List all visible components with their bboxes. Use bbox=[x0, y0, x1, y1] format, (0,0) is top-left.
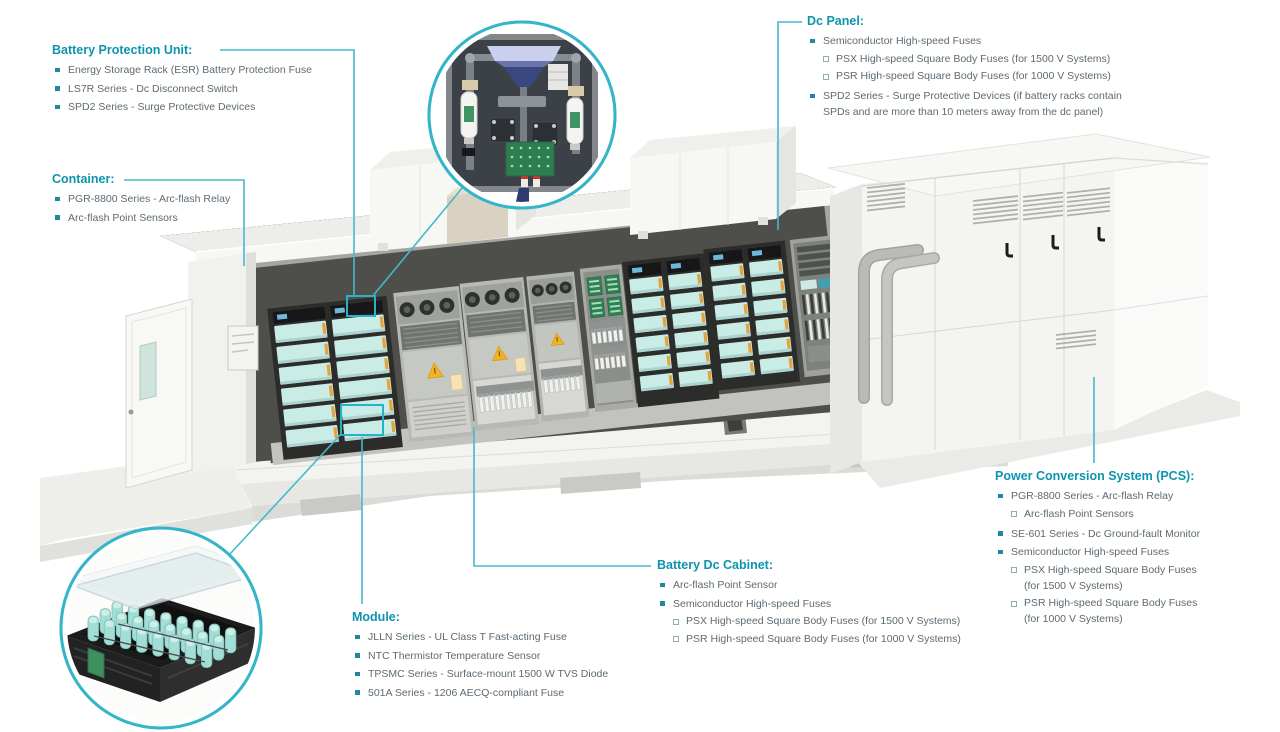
leader-line-battery-dc-cabinet bbox=[473, 427, 651, 567]
callout-item: Semiconductor High-speed Fuses bbox=[995, 544, 1203, 560]
inset-circle-module-detail bbox=[59, 526, 263, 730]
platform-skid bbox=[40, 405, 1008, 562]
control-cabinet bbox=[579, 264, 637, 412]
callout-item-list: JLLN Series - UL Class T Fast-acting Fus… bbox=[352, 629, 652, 701]
callout-item: PSX High-speed Square Body Fuses (for 15… bbox=[995, 562, 1203, 594]
battery-dc-cabinet-2 bbox=[526, 271, 590, 422]
hvac-unit-2 bbox=[630, 126, 796, 239]
callout-item: PGR-8800 Series - Arc-flash Relay bbox=[52, 191, 324, 207]
callout-item: SE-601 Series - Dc Ground-fault Monitor bbox=[995, 526, 1203, 542]
callout-battery-protection-unit: Battery Protection Unit: Energy Storage … bbox=[52, 43, 364, 115]
callout-item: PGR-8800 Series - Arc-flash Relay bbox=[995, 488, 1203, 504]
callout-power-conversion-system: Power Conversion System (PCS): PGR-8800 … bbox=[995, 469, 1203, 627]
open-door bbox=[125, 298, 193, 489]
callout-item: PSR High-speed Square Body Fuses (for 10… bbox=[657, 631, 979, 647]
battery-rack-left bbox=[267, 295, 403, 460]
funnel-component bbox=[504, 67, 544, 87]
callout-item: PSX High-speed Square Body Fuses (for 15… bbox=[807, 51, 1155, 67]
callout-item: Semiconductor High-speed Fuses bbox=[807, 33, 1155, 49]
conduit-pipes bbox=[858, 244, 940, 406]
battery-rack-right-2 bbox=[703, 240, 801, 391]
callout-item: 501A Series - 1206 AECQ-compliant Fuse bbox=[352, 685, 652, 701]
callout-title: Dc Panel: bbox=[807, 14, 864, 28]
callout-item-list: Energy Storage Rack (ESR) Battery Protec… bbox=[52, 62, 364, 115]
pcs-door-handles bbox=[1005, 227, 1105, 258]
glass-cover bbox=[71, 545, 255, 610]
tray-component bbox=[487, 46, 561, 61]
callout-title: Power Conversion System (PCS): bbox=[995, 469, 1195, 483]
leader-line-inset-top bbox=[371, 186, 464, 298]
callout-item: Arc-flash Point Sensors bbox=[52, 210, 324, 226]
inverter-cabinet bbox=[393, 285, 476, 443]
callout-module: Module: JLLN Series - UL Class T Fast-ac… bbox=[352, 610, 652, 701]
callout-dc-panel: Dc Panel: Semiconductor High-speed Fuses… bbox=[807, 14, 1155, 120]
pcs-enclosure bbox=[827, 133, 1240, 488]
callout-title: Container: bbox=[52, 172, 115, 186]
highlight-box-bpu bbox=[346, 295, 376, 317]
callout-item: PSR High-speed Square Body Fuses (for 10… bbox=[995, 595, 1203, 627]
callout-item: PSR High-speed Square Body Fuses (for 10… bbox=[807, 68, 1155, 84]
battery-dc-cabinet-1 bbox=[459, 276, 540, 432]
container-left-end bbox=[125, 252, 259, 489]
module-pcb bbox=[87, 647, 105, 679]
callout-title: Battery Protection Unit: bbox=[52, 43, 193, 57]
callout-item: LS7R Series - Dc Disconnect Switch bbox=[52, 81, 364, 97]
callout-container: Container: PGR-8800 Series - Arc-flash R… bbox=[52, 172, 324, 226]
callout-title: Module: bbox=[352, 610, 400, 624]
battery-rack-right-1 bbox=[622, 253, 720, 408]
callout-item: NTC Thermistor Temperature Sensor bbox=[352, 648, 652, 664]
leader-line-container bbox=[124, 179, 245, 266]
interior-floor bbox=[270, 381, 845, 466]
hook-bracket bbox=[515, 188, 555, 202]
callout-item: Arc-flash Point Sensor bbox=[657, 577, 979, 593]
callout-item: SPD2 Series - Surge Protective Devices bbox=[52, 99, 364, 115]
door-window bbox=[139, 341, 157, 401]
leader-line-battery-protection-unit bbox=[220, 49, 355, 296]
callout-item: SPD2 Series - Surge Protective Devices (… bbox=[807, 88, 1155, 120]
leader-line-dc-panel bbox=[777, 21, 802, 230]
contactor-left bbox=[489, 117, 517, 143]
callout-item: Arc-flash Point Sensors bbox=[995, 506, 1203, 522]
pcs-louver-vents bbox=[866, 182, 1111, 350]
callout-battery-dc-cabinet: Battery Dc Cabinet: Arc-flash Point Sens… bbox=[657, 558, 979, 647]
callout-item: Energy Storage Rack (ESR) Battery Protec… bbox=[52, 62, 364, 78]
callout-item: PSX High-speed Square Body Fuses (for 15… bbox=[657, 613, 979, 629]
inset-circle-bpu-detail bbox=[427, 20, 617, 210]
highlight-box-module bbox=[340, 404, 384, 436]
callout-item: TPSMC Series - Surface-mount 1500 W TVS … bbox=[352, 666, 652, 682]
door-handle bbox=[128, 409, 134, 415]
container-interior bbox=[249, 206, 851, 466]
callout-item: Semiconductor High-speed Fuses bbox=[657, 596, 979, 612]
pcs-base-pad bbox=[856, 390, 1240, 488]
callout-title: Battery Dc Cabinet: bbox=[657, 558, 773, 572]
electrical-box bbox=[227, 325, 259, 371]
leader-line-inset-bottom bbox=[228, 433, 342, 556]
callout-item: JLLN Series - UL Class T Fast-acting Fus… bbox=[352, 629, 652, 645]
